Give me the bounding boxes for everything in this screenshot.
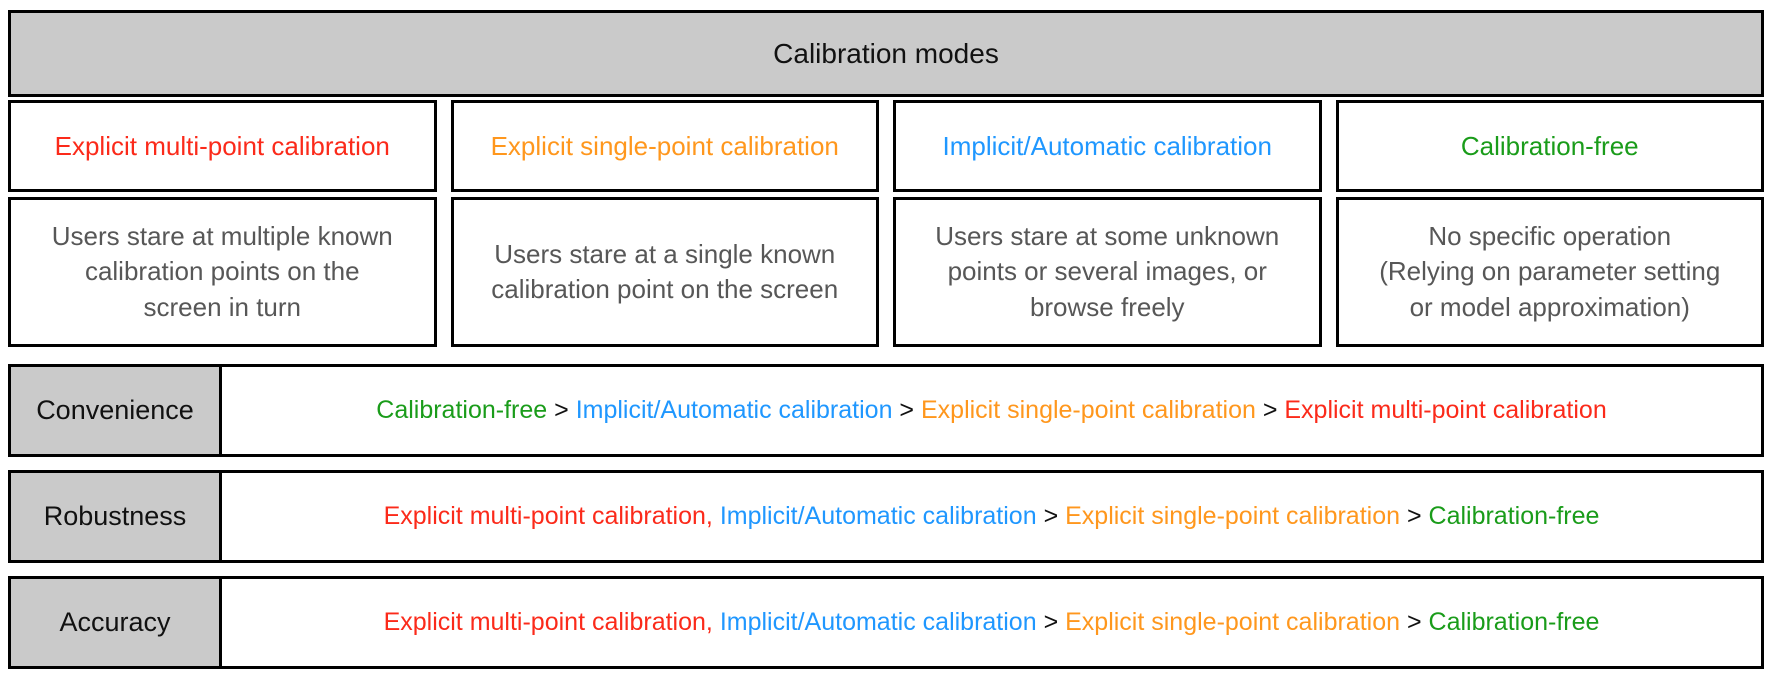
greater-than-separator: > (547, 396, 576, 424)
comparison-value-accuracy: Explicit multi-point calibration , Impli… (219, 576, 1764, 669)
greater-than-separator: > (1400, 608, 1429, 636)
greater-than-separator: > (1036, 502, 1066, 530)
mode-description-text: Users stare at multiple known calibratio… (51, 221, 393, 322)
greater-than-separator: > (1400, 502, 1429, 530)
mode-name: Explicit multi-point calibration (54, 130, 390, 161)
comparison-row-accuracy: Accuracy Explicit multi-point calibratio… (8, 576, 1764, 669)
comparison-segment: Explicit multi-point calibration (1284, 396, 1607, 424)
mode-name: Implicit/Automatic calibration (942, 130, 1272, 161)
modes-grid: Explicit multi-point calibration Explici… (8, 100, 1764, 347)
comparison-segment: Explicit single-point calibration (920, 396, 1256, 424)
comparison-segment: Calibration-free (1428, 502, 1600, 530)
comparison-label-robustness: Robustness (8, 470, 222, 563)
mode-description-calibration-free: No specific operation (Relying on parame… (1335, 197, 1764, 347)
comparison-segment: Explicit multi-point calibration (383, 608, 706, 636)
comparison-row-convenience: Convenience Calibration-free > Implicit/… (8, 364, 1764, 457)
comparison-segment: Implicit/Automatic calibration (719, 608, 1037, 636)
comparison-segment: Calibration-free (1428, 608, 1600, 636)
mode-name: Calibration-free (1460, 130, 1639, 161)
mode-header-explicit-single-point: Explicit single-point calibration (450, 100, 879, 192)
greater-than-separator: > (1036, 608, 1066, 636)
comparison-label-text: Convenience (36, 395, 194, 425)
mode-description-text: Users stare at some unknown points or se… (935, 221, 1280, 322)
comparison-row-robustness: Robustness Explicit multi-point calibrat… (8, 470, 1764, 563)
comparison-value-convenience: Calibration-free > Implicit/Automatic ca… (219, 364, 1764, 457)
comparison-segment: Explicit single-point calibration (1065, 608, 1401, 636)
figure-title-bar: Calibration modes (8, 10, 1764, 97)
comma-separator: , (705, 608, 720, 636)
comparison-label-accuracy: Accuracy (8, 576, 222, 669)
figure-title: Calibration modes (773, 37, 999, 69)
comma-separator: , (705, 502, 720, 530)
comparison-segment: Explicit single-point calibration (1065, 502, 1401, 530)
mode-description-text: No specific operation (Relying on parame… (1379, 221, 1721, 322)
comparison-label-text: Accuracy (59, 607, 171, 637)
comparison-label-convenience: Convenience (8, 364, 222, 457)
comparison-segment: Calibration-free (376, 396, 548, 424)
comparison-value-robustness: Explicit multi-point calibration , Impli… (219, 470, 1764, 563)
mode-header-calibration-free: Calibration-free (1335, 100, 1764, 192)
comparison-segment: Implicit/Automatic calibration (719, 502, 1037, 530)
comparison-segment: Implicit/Automatic calibration (575, 396, 893, 424)
mode-description-implicit-automatic: Users stare at some unknown points or se… (893, 197, 1322, 347)
mode-description-explicit-multi-point: Users stare at multiple known calibratio… (8, 197, 437, 347)
mode-header-explicit-multi-point: Explicit multi-point calibration (8, 100, 437, 192)
greater-than-separator: > (1255, 396, 1285, 424)
mode-description-explicit-single-point: Users stare at a single known calibratio… (450, 197, 879, 347)
mode-header-implicit-automatic: Implicit/Automatic calibration (893, 100, 1322, 192)
greater-than-separator: > (892, 396, 921, 424)
mode-description-text: Users stare at a single known calibratio… (491, 238, 839, 304)
mode-name: Explicit single-point calibration (490, 130, 839, 161)
comparison-label-text: Robustness (43, 501, 187, 531)
comparison-segment: Explicit multi-point calibration (383, 502, 706, 530)
